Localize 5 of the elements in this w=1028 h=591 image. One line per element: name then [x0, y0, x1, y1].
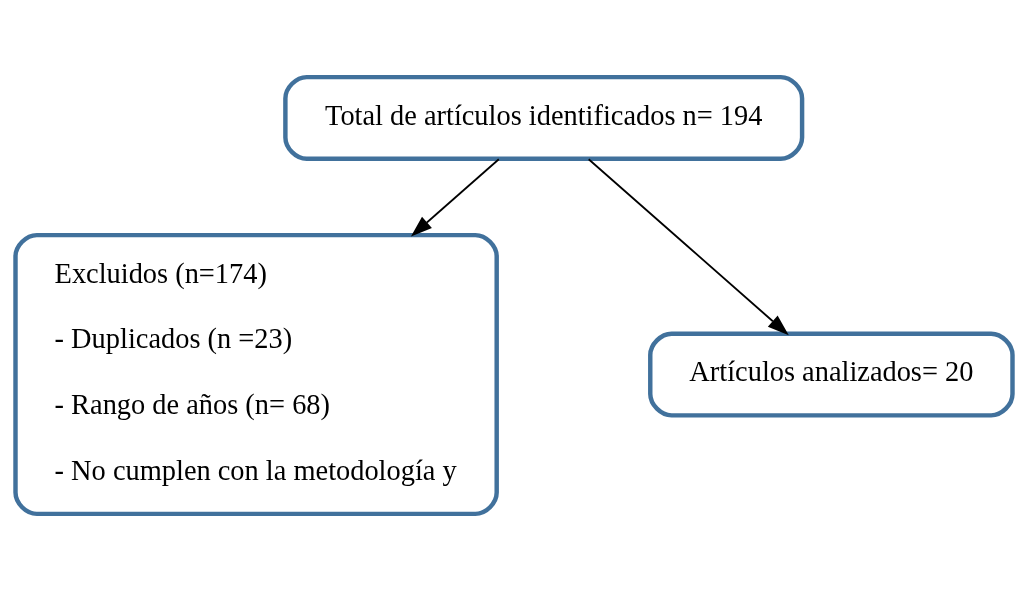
- node-box: Excluidos (n=174) - Duplicados (n =23) - Rango de años (n= 68) - No cumplen con la metodología y: [13, 232, 499, 517]
- arrow: [587, 158, 789, 336]
- node-box: Total de artículos identificados n= 194: [283, 74, 805, 161]
- arrow: [410, 158, 500, 237]
- node-box: Artículos analizados= 20: [648, 331, 1015, 418]
